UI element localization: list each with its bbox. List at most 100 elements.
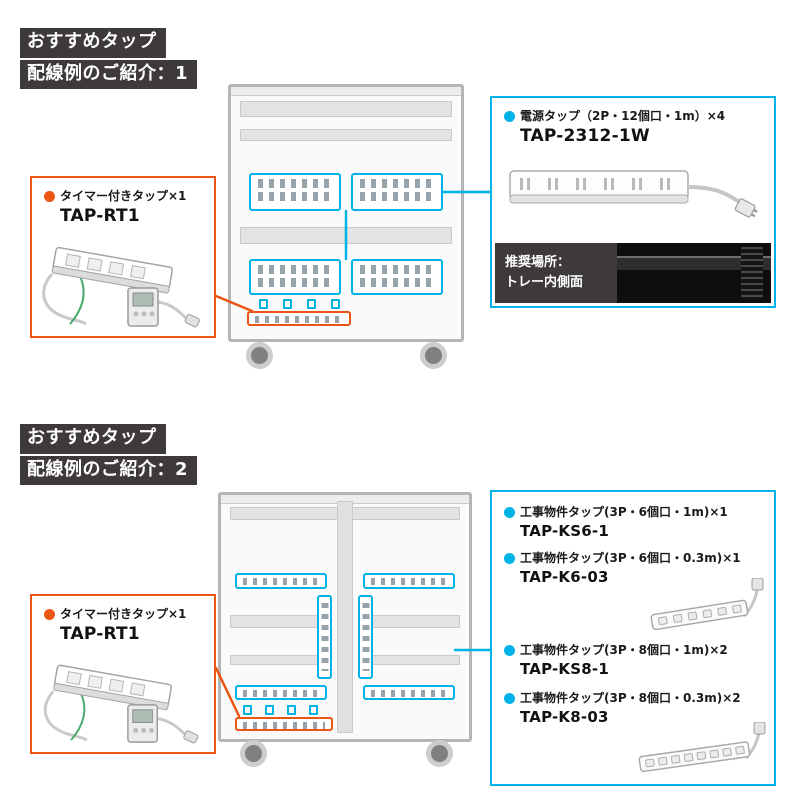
outlet-row bbox=[258, 179, 332, 188]
outlet-row bbox=[371, 578, 447, 585]
timer-tap-model: TAP-RT1 bbox=[60, 623, 140, 644]
timer-tap-callout-1: タイマー付きタップ×1 TAP-RT1 bbox=[30, 176, 216, 338]
bullet-icon bbox=[504, 111, 515, 122]
callout-header: タイマー付きタップ×1 bbox=[44, 188, 202, 205]
plug-icon bbox=[287, 705, 296, 715]
plug-icon bbox=[331, 299, 340, 309]
timer-tap-label: タイマー付きタップ×1 bbox=[60, 189, 187, 203]
plug-icon bbox=[265, 705, 274, 715]
outlet-row bbox=[258, 278, 332, 287]
cart-top-panel bbox=[231, 87, 461, 96]
tap-2312-illustration bbox=[509, 170, 758, 218]
section2-heading-line1: おすすめタップ bbox=[20, 424, 166, 454]
outlet-row bbox=[321, 603, 328, 671]
plug-icon bbox=[309, 705, 318, 715]
tap-model: TAP-KS6-1 bbox=[520, 521, 609, 540]
tray-shelf-edge bbox=[617, 256, 771, 270]
bullet-icon bbox=[504, 507, 515, 518]
power-strip-outline bbox=[358, 595, 373, 679]
tap-model: TAP-KS8-1 bbox=[520, 659, 609, 678]
power-strip-outline bbox=[235, 685, 327, 700]
tap-item-k8-03: 工事物件タップ(3P・8個口・0.3m)×2 TAP-K8-03 bbox=[504, 690, 766, 726]
power-tap-callout: 電源タップ（2P・12個口・1m）×4 TAP-2312-1W bbox=[490, 96, 776, 308]
power-strip-outline bbox=[351, 259, 443, 295]
power-strip-outline bbox=[249, 173, 341, 211]
tap-label: 工事物件タップ(3P・8個口・1m)×2 bbox=[520, 643, 728, 657]
cart-wheel bbox=[426, 740, 453, 767]
callout-header: 工事物件タップ(3P・8個口・1m)×2 bbox=[504, 642, 766, 659]
cart-wheel bbox=[420, 342, 447, 369]
timer-tap-label: タイマー付きタップ×1 bbox=[60, 607, 187, 621]
outlet-row bbox=[243, 722, 325, 729]
bullet-icon bbox=[44, 609, 55, 620]
cart-2-illustration bbox=[218, 492, 472, 742]
outlet-row bbox=[362, 603, 369, 671]
callout-header: 工事物件タップ(3P・8個口・0.3m)×2 bbox=[504, 690, 766, 707]
cart-shelf bbox=[230, 615, 328, 628]
power-tap-label: 電源タップ（2P・12個口・1m）×4 bbox=[520, 109, 726, 123]
power-strip-outline bbox=[363, 573, 455, 589]
recommended-place-line1: 推奨場所： bbox=[505, 255, 571, 270]
plug-icon bbox=[243, 705, 252, 715]
cart-shelf bbox=[240, 129, 452, 141]
tap-label: 工事物件タップ(3P・8個口・0.3m)×2 bbox=[520, 691, 741, 705]
bullet-icon bbox=[504, 645, 515, 656]
tap-item-ks8-1: 工事物件タップ(3P・8個口・1m)×2 TAP-KS8-1 bbox=[504, 642, 766, 678]
tap-model: TAP-K8-03 bbox=[520, 707, 609, 726]
cart-shelf bbox=[240, 101, 452, 117]
outlet-row bbox=[243, 578, 319, 585]
tap-item-ks6-1: 工事物件タップ(3P・6個口・1m)×1 TAP-KS6-1 bbox=[504, 504, 766, 540]
recommended-place-row: 推奨場所： トレー内側面 bbox=[495, 243, 771, 303]
recommended-place-line2: トレー内側面 bbox=[505, 274, 584, 290]
timer-tap-callout-2: タイマー付きタップ×1 TAP-RT1 bbox=[30, 594, 216, 754]
section1-heading-line1: おすすめタップ bbox=[20, 28, 166, 58]
plug-icon bbox=[259, 299, 268, 309]
cart-center-divider bbox=[337, 501, 353, 733]
section1-heading: おすすめタップ 配線例のご紹介：1 bbox=[20, 28, 198, 91]
callout-header: 工事物件タップ(3P・6個口・1m)×1 bbox=[504, 504, 766, 521]
bullet-icon bbox=[44, 191, 55, 202]
outlet-row bbox=[360, 192, 434, 201]
power-strip-outline bbox=[235, 573, 327, 589]
tray-interior-photo bbox=[617, 243, 771, 303]
outlet-row bbox=[258, 265, 332, 274]
section1-heading-line2: 配線例のご紹介：1 bbox=[20, 59, 198, 90]
bullet-icon bbox=[504, 693, 515, 704]
tap-rt1-illustration bbox=[42, 246, 200, 328]
tap-label: 工事物件タップ(3P・6個口・1m)×1 bbox=[520, 505, 728, 519]
power-tap-model: TAP-2312-1W bbox=[520, 125, 650, 146]
timer-tap-model: TAP-RT1 bbox=[60, 205, 140, 226]
tap-ks8-illustration bbox=[638, 722, 766, 773]
outlet-row bbox=[360, 179, 434, 188]
outlet-row bbox=[360, 278, 434, 287]
outlet-row bbox=[255, 316, 343, 323]
power-strip-outline bbox=[351, 173, 443, 211]
timer-strip-outline bbox=[247, 311, 351, 326]
tap-model: TAP-K6-03 bbox=[520, 567, 609, 586]
tap-ks6-illustration bbox=[650, 578, 764, 631]
section2-heading-line2: 配線例のご紹介：2 bbox=[20, 455, 198, 486]
tray-vent-slots bbox=[741, 247, 763, 299]
callout-header: タイマー付きタップ×1 bbox=[44, 606, 202, 623]
cart-wheel bbox=[246, 342, 273, 369]
recommended-place-label: 推奨場所： トレー内側面 bbox=[495, 243, 617, 303]
callout-header: 電源タップ（2P・12個口・1m）×4 bbox=[504, 108, 762, 125]
outlet-row bbox=[371, 690, 447, 697]
tap-item-k6-03: 工事物件タップ(3P・6個口・0.3m)×1 TAP-K6-03 bbox=[504, 550, 766, 586]
cart-1-illustration bbox=[228, 84, 464, 342]
cart-shelf bbox=[362, 615, 460, 628]
cart-shelf bbox=[230, 655, 328, 665]
plug-icon bbox=[283, 299, 292, 309]
power-strip-outline bbox=[317, 595, 332, 679]
outlet-row bbox=[258, 192, 332, 201]
outlet-row bbox=[360, 265, 434, 274]
cart-shelf bbox=[362, 655, 460, 665]
timer-strip-outline bbox=[235, 717, 333, 731]
power-strip-outline bbox=[249, 259, 341, 295]
cart-wheel bbox=[240, 740, 267, 767]
bullet-icon bbox=[504, 553, 515, 564]
tap-label: 工事物件タップ(3P・6個口・0.3m)×1 bbox=[520, 551, 741, 565]
plug-icon bbox=[307, 299, 316, 309]
outlet-row bbox=[243, 690, 319, 697]
